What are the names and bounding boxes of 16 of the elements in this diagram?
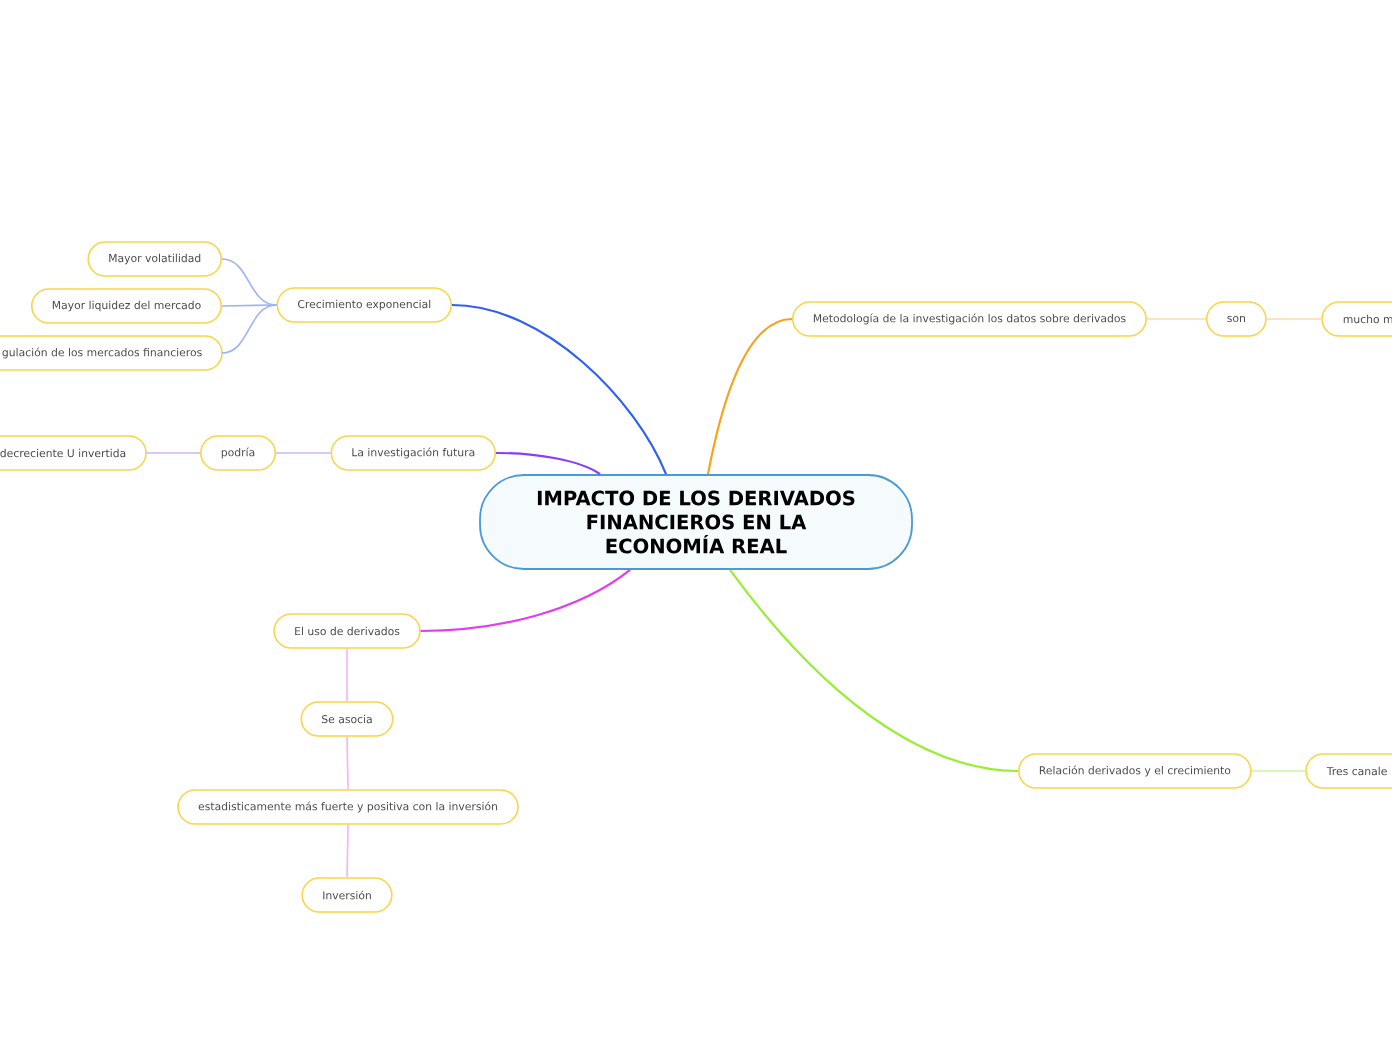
branch-line (706, 317, 793, 475)
branch-line (346, 648, 348, 702)
branch-line (346, 824, 349, 878)
branch-line (451, 303, 667, 475)
branch-line (1146, 318, 1207, 320)
branch-line (1265, 318, 1323, 320)
branch-line (1250, 770, 1307, 772)
branch-line (275, 452, 332, 454)
branch-line (221, 304, 278, 354)
branch-line (346, 736, 349, 790)
branch-line (420, 569, 631, 633)
branch-line (145, 452, 201, 454)
central-topic-bubble: IMPACTO DE LOS DERIVADOS FINANCIEROS EN LA ECONOMÍA REAL (479, 474, 913, 570)
branch-line (496, 451, 601, 476)
branch-line (729, 569, 1019, 773)
branch-line (221, 304, 278, 307)
